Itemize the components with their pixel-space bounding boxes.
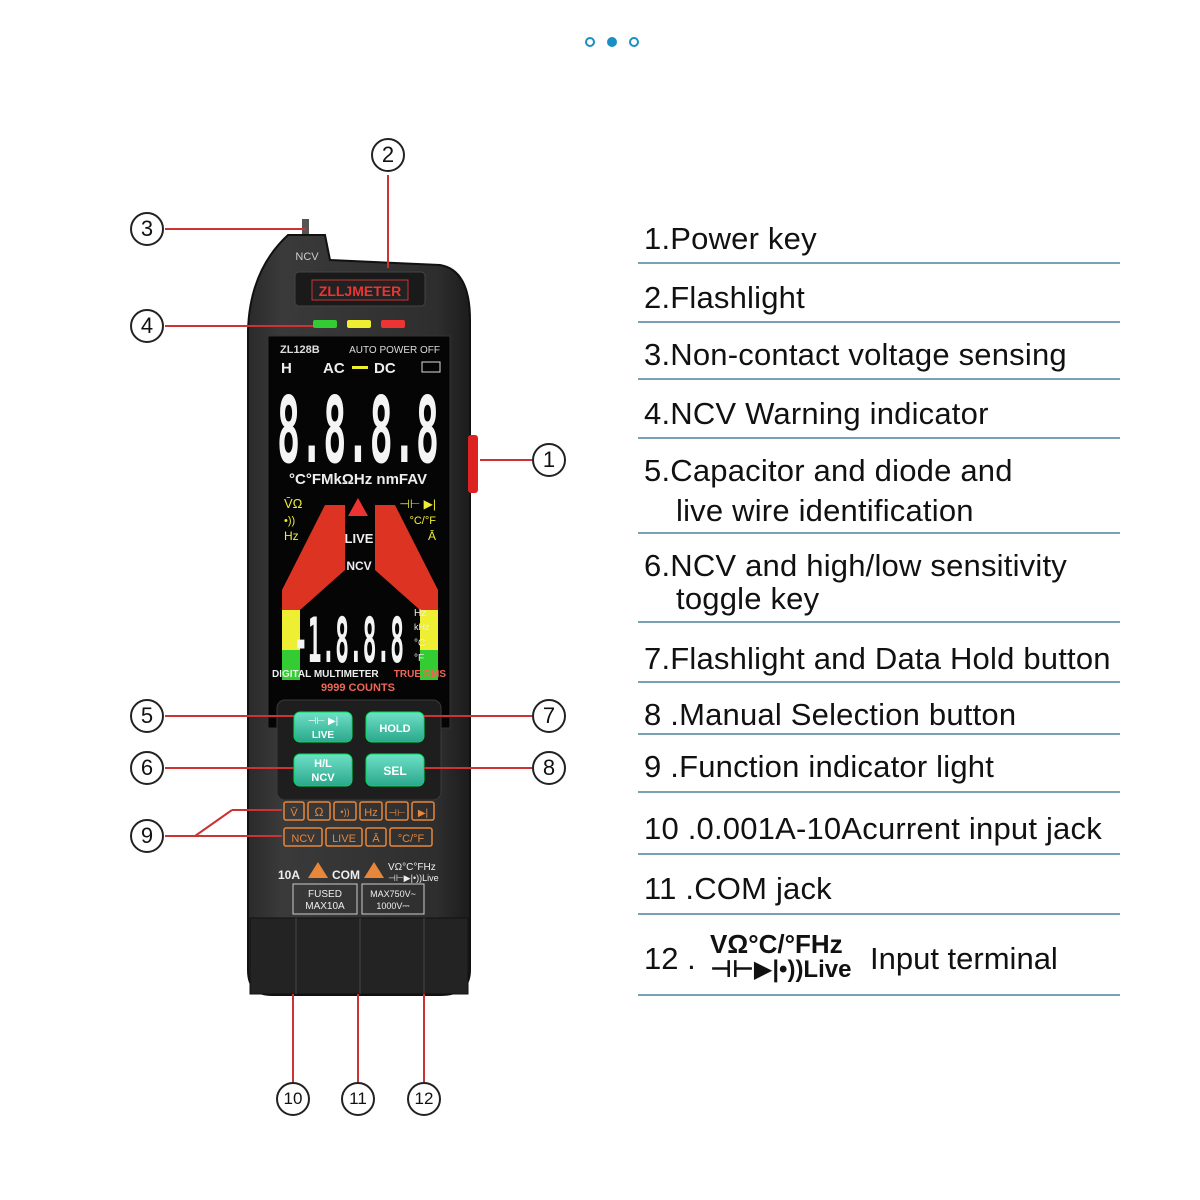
main-display: 8.8.8.8 xyxy=(277,377,439,484)
svg-text:H/L: H/L xyxy=(314,758,332,770)
legend-item-12: 12 . VΩ°C/°FHz ⊣⊢▶|•))Live Input termina… xyxy=(638,915,1120,996)
footer-left-label: DIGITAL MULTIMETER xyxy=(272,669,379,680)
counts-label: 9999 COUNTS xyxy=(321,682,395,694)
svg-text:LIVE: LIVE xyxy=(312,730,335,741)
mode-h: H xyxy=(281,360,292,377)
sub-unit-f: °F xyxy=(414,653,424,664)
svg-text:Ω: Ω xyxy=(315,805,324,819)
left-symbol-2: •)) xyxy=(284,515,295,527)
function-indicator-row-2 xyxy=(283,827,433,847)
legend-item-3: 3.Non-contact voltage sensing xyxy=(638,323,1120,380)
jack-com-label: COM xyxy=(332,868,360,882)
callout-9: 9 xyxy=(130,819,164,853)
auto-power-off-label: AUTO POWER OFF xyxy=(349,345,440,356)
carousel-dots xyxy=(585,37,639,47)
fuse-label-1: FUSED xyxy=(308,889,342,900)
sub-display: -1.8.8.8 xyxy=(294,604,404,677)
svg-text:NCV: NCV xyxy=(291,833,315,845)
legend-item-11: 11 .COM jack xyxy=(638,855,1120,915)
brand-label: ZLLJMETER xyxy=(319,283,401,299)
sel-button[interactable] xyxy=(365,753,425,787)
callout-1: 1 xyxy=(532,443,566,477)
mode-ac: AC xyxy=(323,360,345,377)
svg-text:•)): •)) xyxy=(340,807,349,817)
svg-text:SEL: SEL xyxy=(383,764,406,778)
legend-item-2: 2.Flashlight xyxy=(638,264,1120,323)
legend-item-6: 6.NCV and high/low sensitivity toggle ke… xyxy=(638,534,1120,623)
input-symbols-line-2: ⊣⊢▶|•))Live xyxy=(710,956,852,983)
svg-text:°C/°F: °C/°F xyxy=(398,833,425,845)
legend-item-1: 1.Power key xyxy=(638,215,1120,264)
carousel-dot-3[interactable] xyxy=(629,37,639,47)
svg-text:V̄: V̄ xyxy=(290,806,298,819)
fuse-label-2: MAX10A xyxy=(305,901,345,912)
svg-text:LIVE: LIVE xyxy=(332,833,356,845)
callout-2: 2 xyxy=(371,138,405,172)
footer-right-label: TRUE RMS xyxy=(394,669,447,680)
model-label: ZL128B xyxy=(280,344,320,356)
sub-unit-hz: Hz xyxy=(414,608,426,619)
callout-4: 4 xyxy=(130,309,164,343)
multimeter-illustration: NCV ZLLJMETER ZL128B AUTO POWER OFF H AC… xyxy=(165,175,532,1084)
ncv-screen-label: NCV xyxy=(346,559,371,573)
left-symbol-3: Hz xyxy=(284,529,299,543)
callout-8: 8 xyxy=(532,751,566,785)
hold-button[interactable] xyxy=(365,711,425,743)
warning-triangle-icon xyxy=(348,498,368,516)
jack-v-label-1: VΩ°C°FHz xyxy=(388,862,436,873)
legend-item-9: 9 .Function indicator light xyxy=(638,735,1120,793)
callout-7: 7 xyxy=(532,699,566,733)
svg-text:NCV: NCV xyxy=(311,772,335,784)
sub-unit-khz: kHz xyxy=(414,622,430,632)
callout-5: 5 xyxy=(130,699,164,733)
warning-icon-10a xyxy=(308,862,328,878)
callout-10: 10 xyxy=(276,1082,310,1116)
svg-text:▶|: ▶| xyxy=(418,808,428,819)
right-symbol-1: ⊣⊢ ▶| xyxy=(399,497,436,511)
hl-ncv-button[interactable] xyxy=(293,753,353,787)
right-symbol-2: °C/°F xyxy=(409,515,436,527)
svg-text:⊣⊢ ▶|: ⊣⊢ ▶| xyxy=(308,716,339,727)
live-label: LIVE xyxy=(345,531,374,546)
function-indicator-row-1 xyxy=(283,801,435,821)
ncv-probe-label: NCV xyxy=(295,251,319,263)
carousel-dot-1[interactable] xyxy=(585,37,595,47)
input-symbols-line-1: VΩ°C/°FHz xyxy=(710,929,843,959)
warning-icon-com xyxy=(364,862,384,878)
legend-item-10: 10 .0.001A-10Acurrent input jack xyxy=(638,793,1120,855)
power-key[interactable] xyxy=(468,435,478,493)
sub-unit-c: °C xyxy=(414,638,425,649)
legend-item-5: 5.Capacitor and diode and live wire iden… xyxy=(638,439,1120,534)
callout-11: 11 xyxy=(341,1082,375,1116)
callout-3: 3 xyxy=(130,212,164,246)
legend-item-8: 8 .Manual Selection button xyxy=(638,683,1120,735)
mode-dc: DC xyxy=(374,360,396,377)
left-symbol-1: V̄Ω xyxy=(284,496,303,511)
svg-text:⊣⊢: ⊣⊢ xyxy=(388,808,405,819)
svg-text:HOLD: HOLD xyxy=(379,723,410,735)
legend-item-7: 7.Flashlight and Data Hold button xyxy=(638,623,1120,683)
callout-6: 6 xyxy=(130,751,164,785)
jack-10a-label: 10A xyxy=(278,868,300,882)
max-label-2: 1000V⎓ xyxy=(376,901,409,911)
right-symbol-3: Ā xyxy=(428,529,436,543)
legend-item-4: 4.NCV Warning indicator xyxy=(638,380,1120,439)
unit-row: °C°FMkΩHz nmFAV xyxy=(289,471,427,488)
jack-v-label-2: ⊣⊢▶|•))Live xyxy=(388,873,439,883)
max-label-1: MAX750V~ xyxy=(370,889,416,899)
svg-text:Ā: Ā xyxy=(372,833,380,845)
svg-text:Hz: Hz xyxy=(364,807,377,819)
capacitor-live-button[interactable] xyxy=(293,711,353,743)
carousel-dot-2[interactable] xyxy=(607,37,617,47)
callout-12: 12 xyxy=(407,1082,441,1116)
